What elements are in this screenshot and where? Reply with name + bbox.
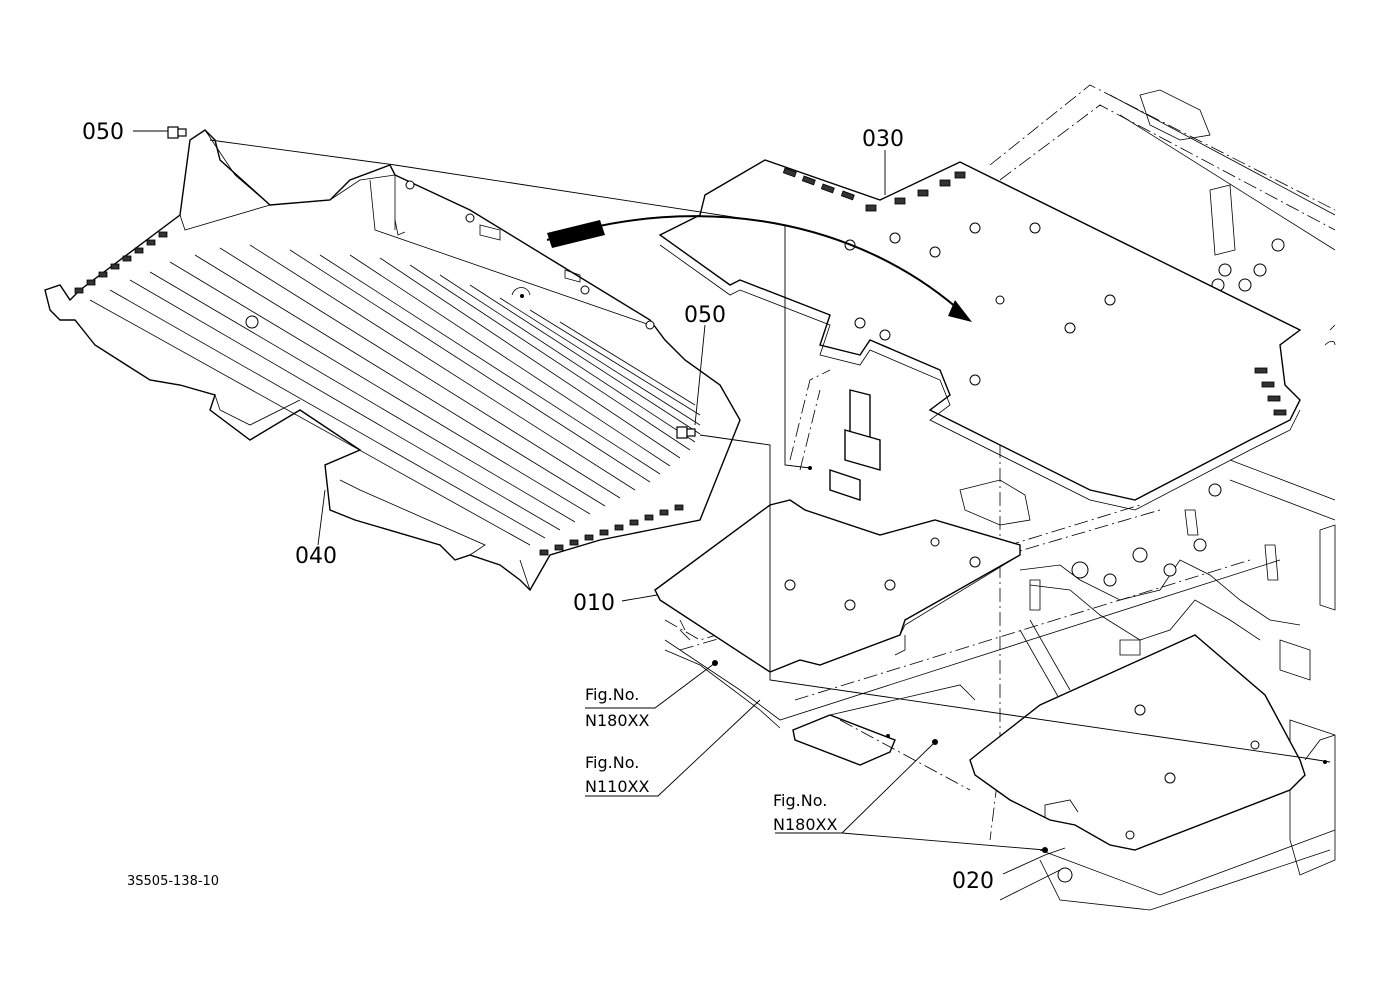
fig-ref-a-line1: Fig.No. xyxy=(585,685,639,704)
fig-ref-b-line1: Fig.No. xyxy=(585,753,639,772)
callout-020: 020 xyxy=(952,869,994,894)
drawing-code: 3S505-138-10 xyxy=(127,874,219,889)
fig-ref-b-line2: N110XX xyxy=(585,777,649,796)
callout-030: 030 xyxy=(862,127,904,152)
fig-ref-a-line2: N180XX xyxy=(585,711,649,730)
fig-ref-a: Fig.No. N180XX xyxy=(585,685,649,730)
vent-slots xyxy=(74,231,684,556)
part-040-floor-cover xyxy=(44,129,741,592)
support-brackets xyxy=(789,369,1031,526)
assembly-lines xyxy=(209,139,1331,764)
callout-010: 010 xyxy=(573,591,615,616)
callout-050-top: 050 xyxy=(82,120,124,145)
callout-040: 040 xyxy=(295,544,337,569)
callout-050-mid: 050 xyxy=(684,303,726,328)
part-010-floor-panel xyxy=(654,499,1021,673)
small-bracket-panel xyxy=(792,684,976,791)
bolt-050-mid xyxy=(676,426,696,439)
leader-lines xyxy=(133,130,1066,875)
ribs xyxy=(89,244,701,546)
fig-ref-c-line1: Fig.No. xyxy=(773,791,827,810)
fig-ref-c: Fig.No. N180XX xyxy=(773,791,837,834)
bolt-050-top xyxy=(167,126,187,139)
fig-ref-b: Fig.No. N110XX xyxy=(585,753,649,796)
part-020-floor-panel xyxy=(969,634,1306,851)
fig-ref-c-line2: N180XX xyxy=(773,815,837,834)
